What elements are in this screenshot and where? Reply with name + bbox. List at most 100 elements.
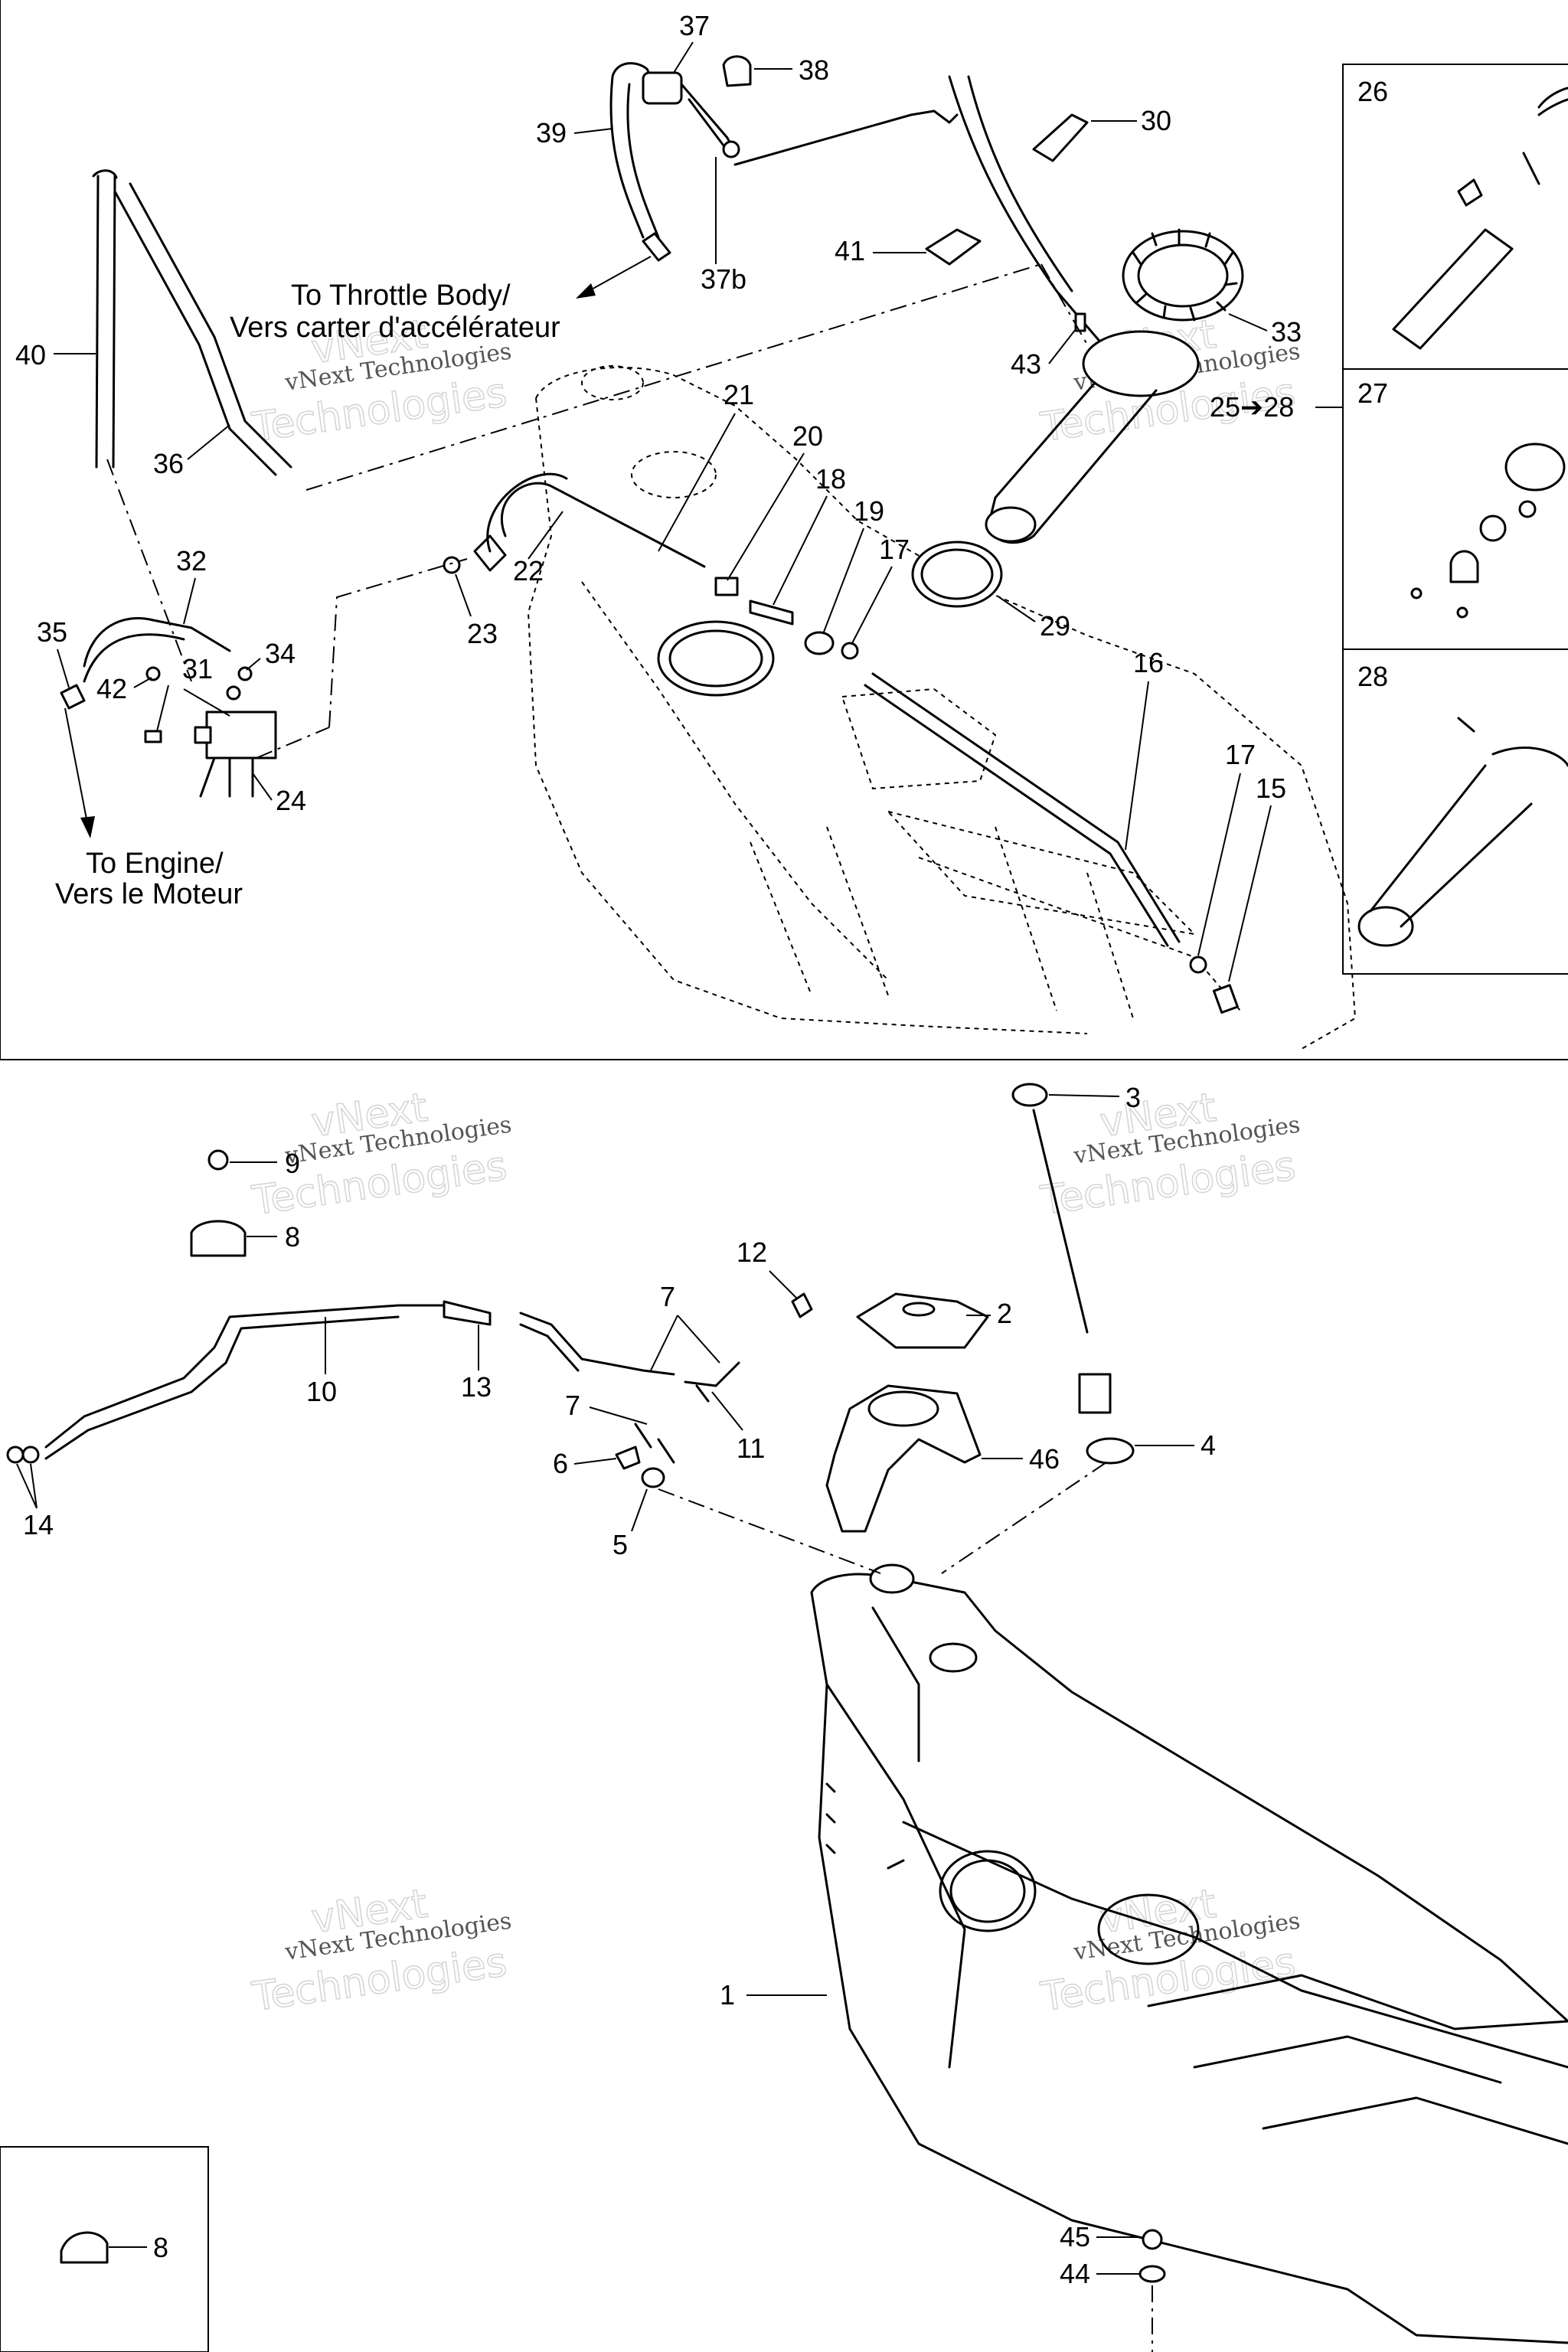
valve-24 [205,710,277,760]
hose-22 [486,472,706,568]
dipstick-cap-3 [1011,1083,1048,1107]
dipstick-float [1078,1373,1112,1414]
callout-label: 2 [997,1298,1012,1329]
callout-label: 11 [737,1432,765,1464]
callout-label: 42 [96,673,127,704]
hose-10 [44,1304,446,1460]
callout-label: 18 [815,463,846,495]
callout-label: 23 [467,618,498,649]
tube-16 [864,672,1181,947]
clamp-8 [190,1220,247,1257]
watermark-layer: vNext vNext Technologies Technologies vN… [249,311,1302,2021]
callout-label: 5 [612,1529,628,1560]
callout-label: 13 [461,1371,492,1403]
clip-30 [1032,113,1089,162]
hose-32 [83,617,231,683]
note-throttle-line1: To Throttle Body/ [291,279,511,312]
hose-39 [609,62,660,239]
pad-41 [925,228,982,266]
callout-label: 41 [835,235,865,266]
callout-label: 31 [182,653,213,684]
callout-label: 35 [37,616,67,648]
clamp-38 [722,55,752,87]
hose-36 [113,182,292,476]
top-panel [0,0,1568,1060]
callout-label: 34 [265,638,296,669]
callout-label: 9 [285,1148,300,1179]
callout-label: 37 [679,10,710,41]
connector-37 [642,71,683,105]
fuel-tank-1 [810,1573,1568,2344]
callout-label: 7 [660,1281,675,1312]
grommet-4 [1086,1437,1135,1465]
fitting-13 [443,1300,492,1326]
callout-label: 17 [879,534,910,565]
hose-40 [92,169,118,469]
callout-label: 6 [553,1448,568,1479]
fuel-line-to-pump [948,75,1104,346]
nut-45 [1142,2229,1163,2250]
callout-label: 38 [799,54,829,86]
callout-label: 46 [1029,1443,1060,1475]
callout-label: 19 [854,495,884,527]
inset-box-8 [0,2146,209,2352]
callout-label: 33 [1271,316,1302,348]
callout-label: 43 [1011,348,1041,380]
top-notes: To Throttle Body/ Vers carter d'accéléra… [55,279,1343,910]
nut-14 [6,1446,24,1464]
fitting-9 [207,1149,229,1171]
inset-label: 26 [1357,76,1388,107]
tee-11 [684,1361,740,1403]
fitting-31 [144,730,162,743]
callout-label: 22 [513,555,544,586]
valve-18 [749,599,794,626]
callout-label: 20 [792,420,823,452]
callout-label: 10 [306,1376,337,1407]
valve-15 [1212,984,1239,1014]
callout-label: 39 [536,117,567,149]
callout-label: 15 [1256,773,1286,804]
callout-label: 30 [1141,105,1171,136]
seal-29 [911,541,1003,608]
clip-35 [60,684,86,710]
range-callout: 25➔28 [1210,391,1294,423]
callout-label: 24 [276,785,306,816]
fuel-cap-2 [856,1292,989,1349]
fuel-pump-module [1082,330,1200,397]
callout-label: 3 [1125,1082,1141,1113]
bottom-panel [0,1083,1568,2352]
callout-label: 7 [565,1390,580,1421]
callout-label: 44 [1060,2258,1090,2289]
clip-42 [145,666,161,681]
tank-filler-opening [939,1850,1037,1932]
fitting-20 [714,577,739,596]
grommet-5 [641,1467,665,1488]
clamp-23 [443,556,461,574]
filler-ring [657,620,775,697]
callout-label: 1 [720,1979,735,2011]
inset-details: 26 27 28 [1357,76,1568,947]
callout-label: 32 [176,545,207,577]
clip-34 [237,666,253,681]
callout-label: 21 [724,379,754,410]
callout-label: 16 [1133,647,1164,678]
fitting-12 [791,1292,813,1318]
pin-43 [1074,312,1086,332]
callout-label: 8 [285,1221,300,1253]
callout-label: 14 [23,1509,54,1540]
top-centerlines [64,256,1088,838]
fitting-6 [615,1446,641,1470]
callout-label: 37b [701,263,746,295]
inset-label: 8 [153,2232,168,2263]
callout-label: 45 [1060,2221,1090,2252]
washer-44 [1138,2265,1166,2283]
clamp-17 [841,642,859,660]
note-throttle-line2: Vers carter d'accélérateur [230,312,560,344]
inset-label: 28 [1357,661,1388,692]
detail-inset-column [1342,64,1568,975]
top-parts [60,55,1244,1014]
callout-label: 36 [153,448,184,479]
grommet-19 [804,631,835,655]
callout-label: 12 [737,1236,767,1268]
